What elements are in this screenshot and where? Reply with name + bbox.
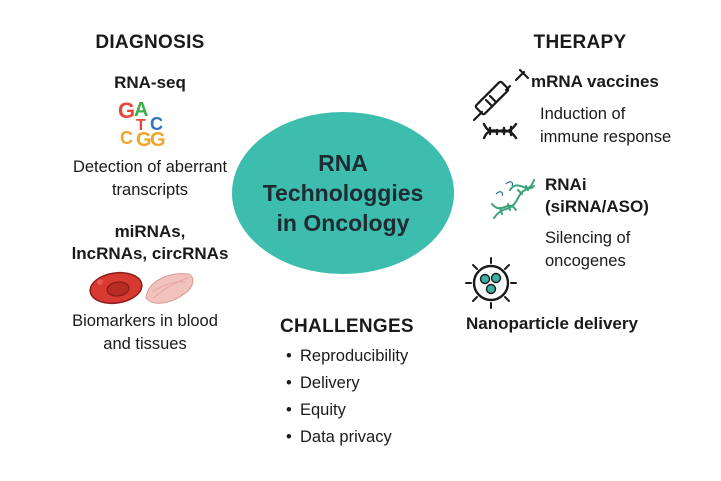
- rnai-description: Silencing of oncogenes: [545, 227, 715, 273]
- biomarkers-description: Biomarkers in blood and tissues: [10, 310, 280, 356]
- rnaseq-description-line2: transcripts: [111, 181, 189, 199]
- tissue-cell-icon: [145, 273, 194, 304]
- challenges-heading: CHALLENGES: [280, 316, 414, 337]
- biomarkers-title-line1: miRNAs,: [114, 222, 186, 241]
- challenge-item: Delivery: [286, 370, 408, 397]
- logo-letter-a: A: [134, 99, 148, 121]
- logo-letter-g1: G: [118, 98, 135, 123]
- mrna-description: Induction of immune response: [540, 103, 718, 149]
- challenges-list: Reproducibility Delivery Equity Data pri…: [286, 343, 408, 451]
- diagnosis-heading: DIAGNOSIS: [95, 32, 205, 53]
- nanoparticle-icon: [465, 257, 517, 309]
- dna-helix-icon: [491, 179, 535, 219]
- rnaseq-description: Detection of aberrant transcripts: [20, 156, 280, 202]
- rnai-title-line2: (siRNA/ASO): [545, 197, 649, 216]
- biomarkers-title: miRNAs, lncRNAs, circRNAs: [40, 221, 260, 265]
- blood-tissue-icon: [89, 271, 194, 305]
- rnaseq-description-line1: Detection of aberrant: [72, 158, 228, 176]
- logo-letter-g2: G: [136, 129, 152, 148]
- logo-letter-c2: C: [120, 128, 133, 148]
- challenge-item: Equity: [286, 397, 408, 424]
- logo-letter-c1: C: [150, 114, 163, 134]
- sequence-logo-icon: G A T C C G G: [118, 98, 166, 148]
- challenge-item: Reproducibility: [286, 343, 408, 370]
- logo-letter-t: T: [136, 117, 146, 134]
- logo-letter-g3: G: [150, 129, 166, 148]
- rnai-title: RNAi (siRNA/ASO): [545, 174, 715, 218]
- biomarkers-description-line1: Biomarkers in blood: [72, 312, 218, 330]
- rnai-description-line1: Silencing of: [545, 229, 631, 247]
- mrna-description-line2: immune response: [540, 128, 672, 146]
- mrna-description-line1: Induction of: [540, 105, 626, 123]
- syringe-dna-icon: [472, 68, 530, 140]
- challenge-item: Data privacy: [286, 424, 408, 451]
- center-title: RNA Technologgies in Oncology: [262, 150, 424, 236]
- center-ellipse: RNA Technologgies in Oncology: [232, 112, 454, 274]
- rnai-description-line2: oncogenes: [545, 252, 626, 270]
- therapy-heading: THERAPY: [533, 32, 627, 53]
- mrna-title: mRNA vaccines: [531, 72, 659, 91]
- biomarkers-title-line2: lncRNAs, circRNAs: [71, 244, 229, 263]
- biomarkers-description-line2: and tissues: [103, 335, 187, 353]
- red-blood-cell-icon: [89, 271, 143, 305]
- rnaseq-title: RNA-seq: [114, 73, 186, 92]
- rnai-title-line1: RNAi: [545, 175, 587, 194]
- nanoparticle-title: Nanoparticle delivery: [466, 314, 638, 333]
